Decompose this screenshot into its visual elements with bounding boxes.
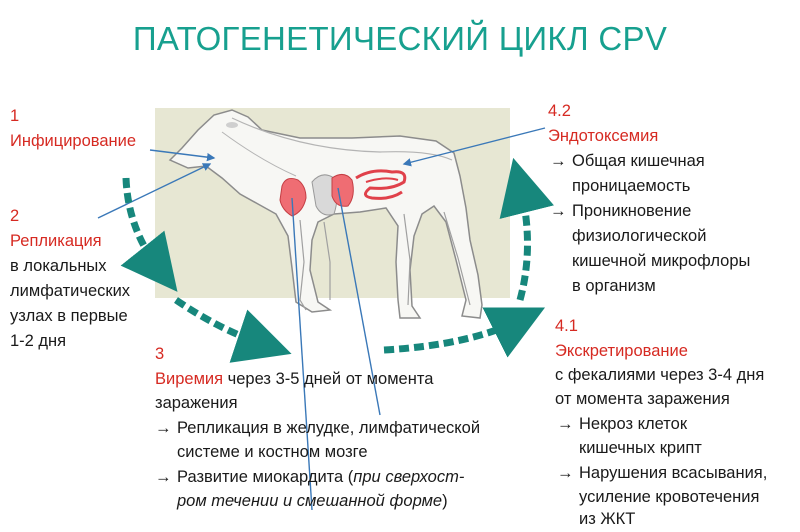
step42-bullet-1: →Общая кишечная: [550, 149, 705, 174]
arrow-right-icon: →: [557, 464, 574, 482]
step3-bullet-2-cont: ром течении и смешанной форме): [177, 492, 448, 510]
step41-bullet-1: →Некроз клеток: [557, 412, 687, 437]
step41-bullet-2: →Нарушения всасывания,: [557, 461, 767, 486]
step42-number: 4.2: [548, 102, 571, 120]
step41-bullet-1-cont: кишечных крипт: [579, 439, 702, 457]
step3-heading: Виремия через 3-5 дней от момента: [155, 367, 433, 392]
step41-number: 4.1: [555, 317, 578, 335]
step41-line: от момента заражения: [555, 390, 730, 408]
step3-label: Виремия: [155, 370, 224, 388]
step2-line: узлах в первые: [10, 307, 128, 325]
arrow-right-icon: →: [155, 468, 172, 486]
cycle-arrow-bottom-right: [383, 307, 546, 358]
dog-eye: [226, 122, 238, 128]
step2-number: 2: [10, 207, 20, 225]
step41-bullet-2-cont: из ЖКТ: [579, 510, 636, 528]
step42-bullet-2-cont: физиологической: [572, 227, 707, 245]
pointer-1: [149, 149, 216, 162]
step2-label: Репликация: [10, 232, 102, 250]
step2-line: лимфатических: [10, 282, 131, 300]
step3-heading-rest: через 3-5 дней от момента: [223, 370, 434, 388]
step3-bullet-1: →Репликация в желудке, лимфатической: [155, 416, 480, 441]
pointer-42: [402, 127, 546, 167]
step42-bullet-1-cont: проницаемость: [572, 177, 691, 195]
step3-bullet-1-cont: системе и костном мозге: [177, 443, 368, 461]
step42-bullet-2: →Проникновение: [550, 199, 691, 224]
arrow-right-icon: →: [557, 415, 574, 433]
step42-bullet-2-cont: кишечной микрофлоры: [572, 252, 751, 270]
step42-label: Эндотоксемия: [548, 127, 659, 145]
step41-bullet-2-cont: усиление кровотечения: [579, 488, 760, 506]
step1-label: Инфицирование: [10, 132, 137, 150]
step42-bullet-2-cont: в организм: [572, 277, 656, 295]
step2-line: 1-2 дня: [10, 332, 67, 350]
stomach-organ: [331, 174, 354, 207]
cycle-arrow-bottom-left: [174, 297, 292, 363]
page-title: ПАТОГЕНЕТИЧЕСКИЙ ЦИКЛ CPV: [132, 20, 668, 57]
pointer-3a: [291, 197, 313, 511]
step3-line: заражения: [155, 394, 238, 412]
step41-line: с фекалиями через 3-4 дня: [555, 366, 765, 384]
step3-number: 3: [155, 345, 165, 363]
arrow-right-icon: →: [155, 419, 172, 437]
arrow-right-icon: →: [550, 152, 567, 170]
step1-number: 1: [10, 107, 20, 125]
step2-line: в локальных: [10, 257, 107, 275]
heart-organ: [279, 178, 307, 217]
pointer-2: [97, 163, 212, 219]
cycle-arrow-left-down: [120, 177, 178, 292]
pointer-3b: [337, 187, 381, 416]
intestine-organ: [355, 169, 407, 200]
step41-label: Экскретирование: [555, 342, 688, 360]
step3-bullet-2: →Развитие миокардита (при сверхост-: [155, 465, 464, 490]
cycle-arrow-right-up: [499, 157, 554, 301]
arrow-right-icon: →: [550, 202, 567, 220]
